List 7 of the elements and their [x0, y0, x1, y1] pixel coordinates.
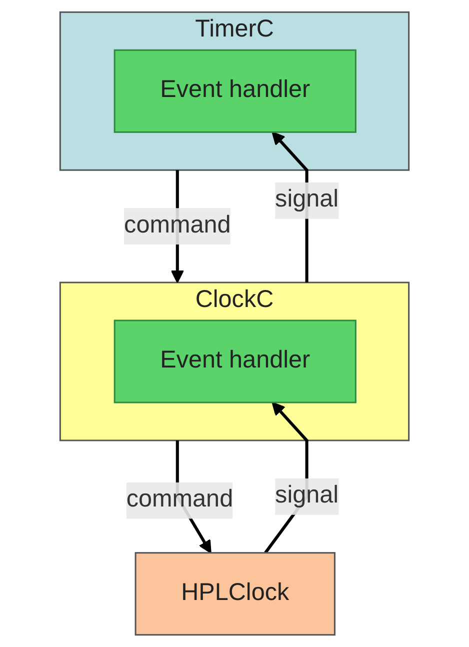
edge-label: command: [126, 486, 234, 513]
edge-label: command: [124, 212, 231, 238]
edge-label: signal: [275, 186, 339, 213]
node-box: Event handler: [114, 49, 356, 133]
edge-label: signal: [275, 482, 339, 509]
node-box: Event handler: [114, 320, 356, 404]
node-box: HPLClock: [134, 552, 336, 636]
